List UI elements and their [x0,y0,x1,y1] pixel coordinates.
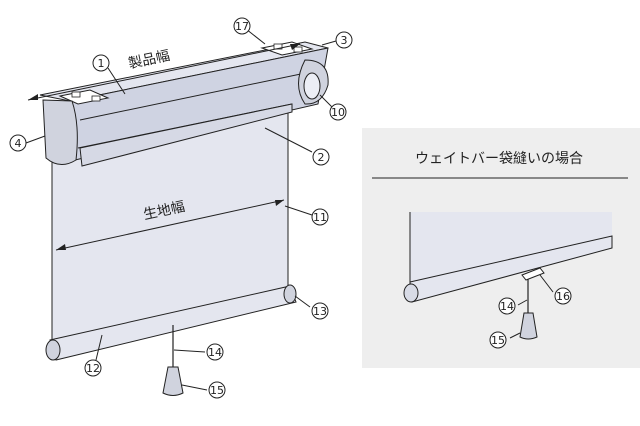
leader-13 [294,295,311,308]
inset-pull-clip [521,267,545,281]
inset-leader-14 [517,299,528,306]
leader-14 [173,349,206,353]
inset-callout-16: 16 [554,287,572,305]
weight-bar-right-cap [283,284,297,304]
callout-14: 14 [206,343,224,361]
leader-11 [284,205,313,216]
headbox-rail-line [79,69,321,121]
callout-10: 10 [329,103,347,121]
fabric-width-arrow-left [56,244,66,250]
callout-11: 11 [311,208,329,226]
product-width-arrow-left [28,94,38,100]
inset-weight-bar-end-cap [403,283,419,303]
inset-title: ウェイトバー袋縫いの場合 [415,151,583,167]
svg-text:14: 14 [208,346,222,359]
callout-17: 17 [233,17,251,35]
svg-text:3: 3 [341,34,348,47]
callout-3: 3 [335,31,353,49]
svg-text:17: 17 [235,20,249,33]
weight-bar-left-cap [45,339,61,361]
svg-text:4: 4 [15,137,22,150]
callout-4: 4 [9,134,27,152]
svg-text:14: 14 [500,300,514,313]
inset-panel: ウェイトバー袋縫いの場合 14 16 15 [362,128,640,368]
product-width-label: 製品幅 [127,48,171,72]
fabric-width-arrow-right [275,200,284,206]
main-diagram: 製品幅 生地幅 1 17 3 4 [9,17,353,399]
bracket-right [260,41,314,56]
leader-10 [319,94,333,108]
headbox-left-end-cap [42,99,78,165]
callout-12: 12 [84,359,102,377]
inset-fabric [410,212,612,284]
leader-2 [264,127,313,153]
svg-text:13: 13 [313,305,327,318]
inset-callout-15: 15 [489,331,507,349]
callout-15: 15 [208,381,226,399]
leader-1 [107,67,126,95]
svg-text:2: 2 [318,151,325,164]
inset-pull-knob [519,312,538,340]
leader-17 [245,28,266,45]
leader-4 [25,135,46,144]
svg-text:10: 10 [331,106,345,119]
svg-text:1: 1 [98,57,105,70]
svg-text:15: 15 [210,384,224,397]
roller-tube-end [303,72,321,100]
callout-1: 1 [92,54,110,72]
leader-15 [181,384,208,391]
svg-text:12: 12 [86,362,100,375]
inset-leader-16 [539,274,554,293]
leader-12 [95,334,103,361]
svg-text:15: 15 [491,334,505,347]
leader-3 [321,40,337,46]
inset-callout-14: 14 [498,297,516,315]
product-width-dimension-line [27,43,301,101]
pull-knob [162,366,184,396]
fabric-width-dimension-line [55,199,285,251]
bottom-rail [79,103,293,167]
callout-13: 13 [311,302,329,320]
inset-leader-15 [509,332,521,339]
svg-text:11: 11 [313,211,327,224]
svg-text:16: 16 [556,290,570,303]
callout-2: 2 [312,148,330,166]
product-width-arrow-right [290,44,300,50]
